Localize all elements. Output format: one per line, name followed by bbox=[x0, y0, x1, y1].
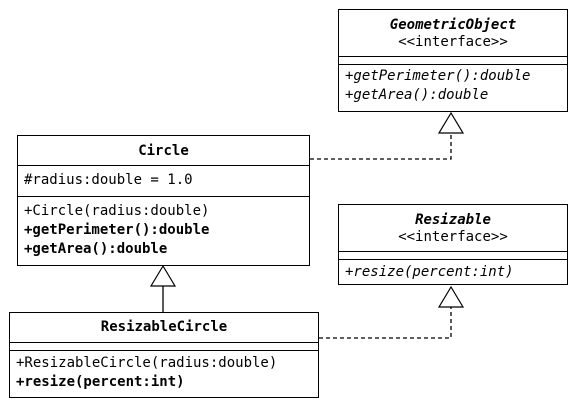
methods-section: +getPerimeter():double +getArea():double bbox=[339, 64, 567, 109]
stereotype-label: <<interface>> bbox=[398, 229, 508, 245]
class-resizable-circle: ResizableCircle +ResizableCircle(radius:… bbox=[9, 312, 319, 398]
attributes-section: #radius:double = 1.0 bbox=[18, 165, 309, 196]
class-name-section: Resizable <<interface>> bbox=[339, 205, 567, 251]
generalization-resizablecircle-circle bbox=[149, 264, 177, 312]
class-name: Resizable bbox=[415, 212, 491, 228]
realization-circle-geometricobject bbox=[310, 111, 465, 160]
class-name-section: ResizableCircle bbox=[10, 313, 318, 342]
method: +getArea():double bbox=[24, 241, 168, 257]
attribute: #radius:double = 1.0 bbox=[24, 172, 193, 188]
method: +getArea():double bbox=[345, 87, 489, 103]
class-name-section: Circle bbox=[18, 136, 309, 165]
class-geometric-object: GeometricObject <<interface>> +getPerime… bbox=[338, 9, 568, 112]
attributes-section bbox=[10, 342, 318, 350]
methods-section: +ResizableCircle(radius:double) +resize(… bbox=[10, 350, 318, 396]
class-name: ResizableCircle bbox=[100, 319, 228, 335]
method: +getPerimeter():double bbox=[24, 222, 210, 238]
methods-section: +resize(percent:int) bbox=[339, 259, 567, 286]
method: +resize(percent:int) bbox=[345, 264, 514, 280]
method: +Circle(radius:double) bbox=[24, 203, 210, 219]
stereotype-label: <<interface>> bbox=[398, 34, 508, 50]
class-resizable: Resizable <<interface>> +resize(percent:… bbox=[338, 204, 568, 285]
class-name-section: GeometricObject <<interface>> bbox=[339, 10, 567, 56]
attributes-section bbox=[339, 56, 567, 64]
class-name: GeometricObject bbox=[389, 17, 517, 33]
attributes-section bbox=[339, 251, 567, 259]
method: +resize(percent:int) bbox=[16, 374, 185, 390]
class-name: Circle bbox=[138, 143, 189, 159]
class-circle: Circle #radius:double = 1.0 +Circle(radi… bbox=[17, 135, 310, 266]
methods-section: +Circle(radius:double) +getPerimeter():d… bbox=[18, 196, 309, 263]
method: +getPerimeter():double bbox=[345, 68, 531, 84]
realization-resizablecircle-resizable bbox=[319, 285, 465, 339]
method: +ResizableCircle(radius:double) bbox=[16, 355, 278, 371]
